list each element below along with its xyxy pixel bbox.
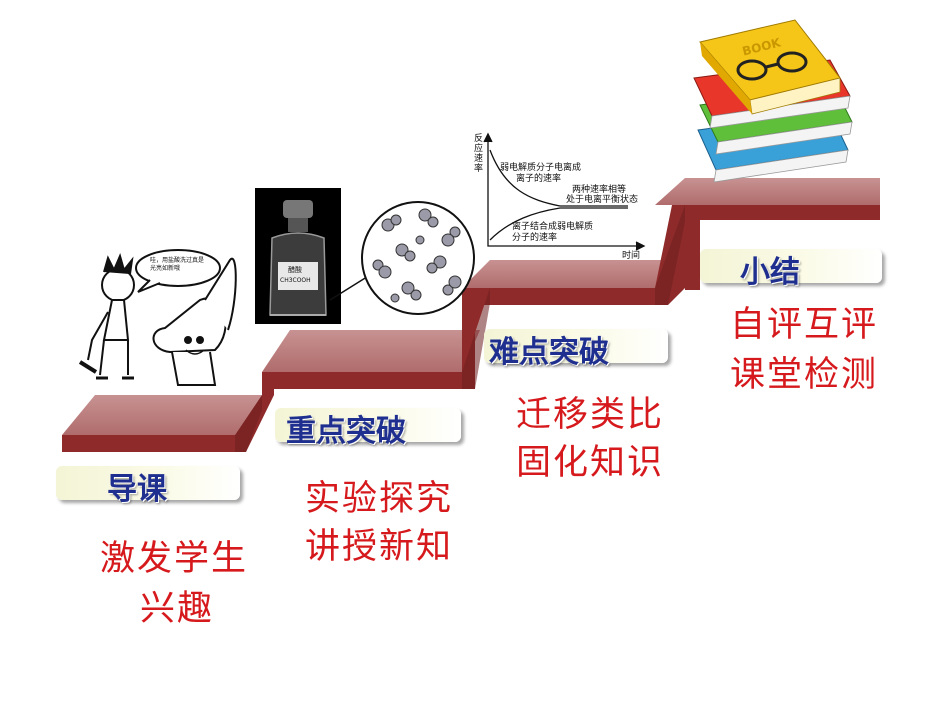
stage-1-line-1: 激发学生	[100, 539, 249, 579]
graph-equilibrium-label-2: 处于电离平衡状态	[566, 195, 639, 205]
stage-3-line-1: 迁移类比	[516, 395, 665, 435]
stage-4-line-1: 自评互评	[730, 305, 879, 345]
bottle-label-line1: 醋酸	[288, 266, 302, 274]
stage-3-title-box	[484, 329, 668, 363]
stage-2-title: 重点突破	[286, 414, 406, 449]
stage-3-line-2: 固化知识	[516, 443, 665, 483]
stage-3-title: 难点突破	[489, 335, 609, 370]
stage-1-line-2: 兴趣	[140, 589, 215, 629]
molecule-circle	[361, 201, 475, 315]
graph-bottom-curve-label-2: 分子的速率	[512, 233, 558, 243]
cartoon-illustration	[70, 240, 240, 388]
graph-y-axis-label: 反应速率	[474, 134, 484, 174]
bottle-label-line2: CH3COOH	[280, 277, 311, 284]
stage-4-title: 小结	[740, 255, 800, 290]
graph-top-curve-label-1: 弱电解质分子电离成	[500, 163, 582, 173]
acetic-acid-bottle	[255, 188, 341, 324]
stair-treads	[62, 178, 880, 435]
stage-4-title-box	[700, 249, 882, 283]
graph-bottom-curve-label-1: 离子结合成弱电解质	[512, 222, 594, 232]
rate-graph	[483, 132, 646, 251]
graph-top-curve-label-2: 离子的速率	[516, 174, 562, 184]
stage-4-line-2: 课堂检测	[730, 355, 879, 395]
graph-x-axis-label: 时间	[622, 251, 641, 261]
graph-equilibrium-label-1: 两种速率相等	[572, 185, 627, 195]
stage-1-title: 导课	[107, 472, 167, 507]
stage-2-line-1: 实验探究	[305, 479, 454, 519]
stair-shading	[235, 205, 685, 452]
stage-2-line-2: 讲授新知	[305, 527, 454, 567]
speech-bubble-text: 哇，用盐酸洗过真是光亮如新哦	[150, 257, 205, 272]
books-stack	[693, 19, 853, 183]
stage-2-title-box	[275, 408, 461, 442]
stage-1-title-box	[56, 466, 240, 500]
